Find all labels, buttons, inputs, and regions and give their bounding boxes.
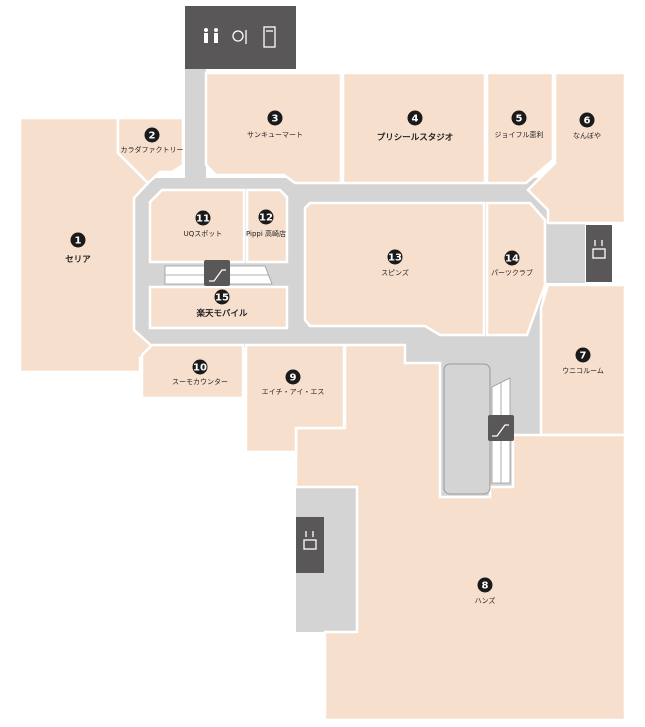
shop-marker-10[interactable]: 10 スーモカウンター (172, 359, 228, 387)
shop-11-area[interactable] (148, 188, 246, 264)
marker-circle (195, 210, 211, 226)
shop-number: 1 (75, 236, 82, 247)
escalator-icon (492, 424, 509, 437)
marker-circle (387, 249, 403, 265)
shop-number: 14 (505, 254, 519, 265)
marker-circle (511, 110, 527, 126)
shop-name[interactable]: エイチ・アイ・エス (262, 388, 325, 396)
elevator-icon (303, 531, 317, 550)
shop-number: 2 (149, 131, 156, 142)
shop-marker-15[interactable]: 15 楽天モバイル (195, 289, 248, 320)
shop-number: 13 (388, 253, 402, 264)
shop-name[interactable]: 楽天モバイル (195, 308, 248, 319)
shop-2-area[interactable] (116, 116, 185, 185)
marker-circle (285, 369, 301, 385)
marker-circle (192, 359, 208, 375)
shop-10-area[interactable] (140, 343, 245, 400)
shop-number: 9 (290, 373, 297, 384)
marker-circle (579, 112, 595, 128)
marker-circle (407, 110, 423, 126)
shop-name[interactable]: UQスポット (184, 230, 223, 238)
shop-number: 10 (193, 363, 207, 374)
shop-number: 15 (215, 293, 229, 304)
restroom-facility[interactable] (185, 6, 296, 69)
marker-circle (504, 250, 520, 266)
shop-number: 8 (482, 581, 489, 592)
shop-3-area[interactable] (204, 71, 343, 185)
shop-marker-9[interactable]: 9 エイチ・アイ・エス (262, 369, 325, 397)
shop-14-area[interactable] (485, 201, 547, 337)
shop-number: 6 (584, 116, 591, 127)
shop-name[interactable]: Pippi 高崎店 (246, 229, 286, 238)
shop-15-area[interactable] (148, 285, 289, 330)
shop-marker-13[interactable]: 13 スピンズ (381, 249, 409, 278)
marker-circle (144, 127, 160, 143)
shop-name[interactable]: スピンズ (381, 268, 409, 277)
shop-marker-6[interactable]: 6 なんぼや (573, 112, 601, 141)
shop-name[interactable]: セリア (65, 255, 91, 265)
shop-marker-3[interactable]: 3 サンキューマート (247, 110, 303, 140)
elevator-left[interactable] (296, 517, 324, 573)
shop-12-area[interactable] (245, 188, 289, 264)
marker-circle (575, 347, 591, 363)
elevator-icon (592, 240, 606, 259)
shop-marker-1[interactable]: 1 セリア (65, 232, 91, 266)
shop-marker-7[interactable]: 7 ウニコルーム (562, 347, 604, 376)
shop-5-area[interactable] (485, 71, 555, 185)
vending-machine-icon (263, 26, 276, 48)
shop-8-area[interactable] (294, 343, 627, 722)
shop-name[interactable]: パーツクラブ (491, 268, 533, 277)
shop-number: 12 (259, 213, 273, 224)
shop-name[interactable]: ウニコルーム (562, 367, 604, 375)
shop-name[interactable]: スーモカウンター (172, 377, 228, 386)
shop-6-area[interactable] (526, 71, 627, 225)
shop-number: 4 (412, 114, 419, 125)
shop-name[interactable]: ハンズ (475, 596, 496, 605)
shop-number: 7 (580, 351, 587, 362)
shop-number: 11 (196, 214, 210, 225)
shop-number: 5 (516, 114, 523, 125)
shop-name[interactable]: プリシールスタジオ (377, 132, 454, 143)
shop-marker-2[interactable]: 2 カラダファクトリー (121, 127, 184, 155)
elevator-right[interactable] (586, 225, 612, 282)
escalator-icon (209, 269, 226, 282)
marker-circle (214, 289, 230, 305)
marker-circle (258, 209, 274, 225)
marker-circle (70, 232, 86, 248)
shop-name[interactable]: なんぼや (573, 132, 601, 140)
shop-marker-5[interactable]: 5 ジョイフル恵利 (495, 110, 544, 140)
marker-circle (477, 577, 493, 593)
shop-marker-8[interactable]: 8 ハンズ (475, 577, 496, 606)
shop-9-area[interactable] (244, 343, 346, 454)
shop-name[interactable]: カラダファクトリー (121, 145, 184, 154)
shop-marker-14[interactable]: 14 パーツクラブ (491, 250, 533, 278)
shop-marker-4[interactable]: 4 プリシールスタジオ (377, 110, 454, 144)
marker-circle (267, 110, 283, 126)
shop-13-area[interactable] (303, 201, 486, 337)
shop-name[interactable]: サンキューマート (247, 131, 303, 139)
shop-number: 3 (272, 114, 279, 125)
powder-room-icon (232, 30, 247, 44)
restroom-icon (204, 28, 218, 43)
escalator-left[interactable] (164, 260, 273, 286)
escalator-right[interactable] (443, 363, 514, 495)
shop-4-area[interactable] (341, 71, 487, 185)
shop-name[interactable]: ジョイフル恵利 (495, 130, 544, 139)
